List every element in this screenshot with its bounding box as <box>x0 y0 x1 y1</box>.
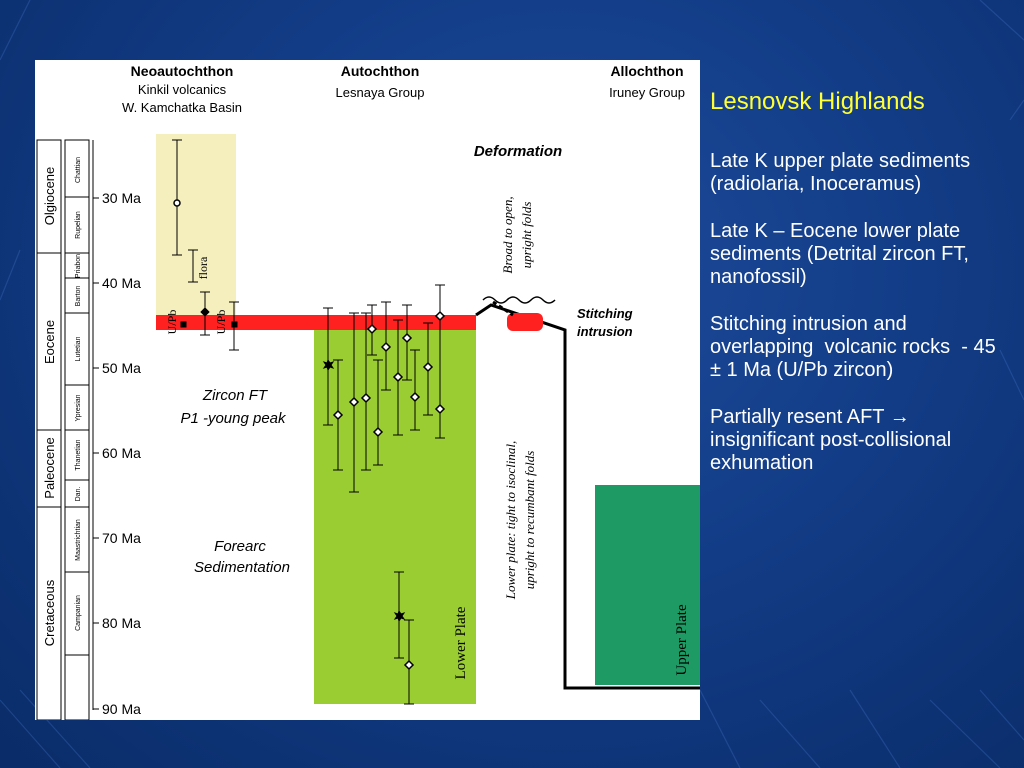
epoch-eocene: Eocene <box>42 320 57 364</box>
arrow-right-icon: → <box>889 406 910 428</box>
epoch-paleocene: Paleocene <box>42 437 57 498</box>
col-neo-sub1: Kinkil volcanics <box>138 82 227 97</box>
stage-thanetian: Thanetian <box>75 439 82 470</box>
zircon-label-1: Zircon FT <box>202 387 269 404</box>
epoch-cretaceous: Cretaceous <box>42 579 57 646</box>
upper-folds-1: Broad to open, <box>500 196 515 273</box>
note-aft-b: insignificant post-collisional exhumatio… <box>710 406 957 474</box>
forearc-label-2: Sedimentation <box>194 559 290 576</box>
age-tick: 50 Ma <box>102 360 141 376</box>
col-neo-sub2: W. Kamchatka Basin <box>122 100 242 115</box>
stratigraphic-diagram: Neoautochthon Kinkil volcanics W. Kamcha… <box>35 60 700 720</box>
note-aft: Partially resent AFT → insignificant pos… <box>710 406 1010 475</box>
lower-plate-label: Lower Plate <box>453 606 469 679</box>
stitching-label-1: Stitching <box>577 306 633 321</box>
upper-folds-2: upright folds <box>519 202 534 269</box>
allochthon-block <box>595 485 700 685</box>
age-tick: 70 Ma <box>102 530 141 546</box>
stage-maastrichtian: Maastrichtian <box>75 519 82 561</box>
note-lower-plate: Late K – Eocene lower plate sediments (D… <box>710 220 975 288</box>
col-neo-title: Neoautochthon <box>131 63 234 79</box>
note-aft-a: Partially resent AFT <box>710 406 890 428</box>
stage-chattian: Chattian <box>75 157 82 183</box>
col-auto-sub: Lesnaya Group <box>336 85 425 100</box>
age-tick: 90 Ma <box>102 701 141 717</box>
diagram-canvas: Neoautochthon Kinkil volcanics W. Kamcha… <box>36 63 700 720</box>
epoch-olgiocene: Olgiocene <box>42 167 57 226</box>
forearc-label-1: Forearc <box>214 538 266 555</box>
stage-rupelian: Rupelian <box>75 211 82 239</box>
col-auto-title: Autochthon <box>341 63 420 79</box>
side-notes: Lesnovsk Highlands Late K upper plate se… <box>710 88 1010 499</box>
age-tick: 80 Ma <box>102 615 141 631</box>
upper-plate-label: Upper Plate <box>674 604 690 676</box>
fault-line <box>475 303 700 690</box>
stage-barton: Barton <box>75 286 82 307</box>
neoautochthon-block <box>156 134 236 330</box>
col-allo-title: Allochthon <box>610 63 683 79</box>
stage-ypresian: Ypresian <box>75 394 82 421</box>
age-tick: 60 Ma <box>102 445 141 461</box>
lower-folds-2: upright to recumbant folds <box>522 451 537 590</box>
auto-data-points <box>322 284 446 705</box>
stage-campanian: Campanian <box>75 595 82 631</box>
upb-label-1: U/Pb <box>165 310 179 335</box>
neo-data-points <box>172 139 239 351</box>
stitching-intrusion-body <box>507 313 543 331</box>
autochthon-block <box>314 330 476 704</box>
upper-fold-wave <box>482 296 556 304</box>
stage-lutetian: Lutetian <box>75 336 82 361</box>
zircon-label-2: P1 -young peak <box>180 410 287 427</box>
stitching-label-2: intrusion <box>577 324 633 339</box>
note-upper-plate: Late K upper plate sediments (radiolaria… <box>710 150 976 195</box>
epoch-column <box>36 139 94 720</box>
flora-label: flora <box>196 256 210 279</box>
note-stitching: Stitching intrusion and overlapping volc… <box>710 313 1002 381</box>
deformation-label: Deformation <box>474 143 562 160</box>
age-tick: 30 Ma <box>102 190 141 206</box>
stage-danian: Dan. <box>75 487 82 502</box>
section-title: Lesnovsk Highlands <box>710 88 925 115</box>
col-allo-sub: Iruney Group <box>609 85 685 100</box>
stage-priabon: Priabon <box>75 254 82 278</box>
lower-folds-1: Lower plate: tight to isoclinal, <box>503 441 518 601</box>
age-tick: 40 Ma <box>102 275 141 291</box>
upb-label-2: U/Pb <box>214 310 228 335</box>
